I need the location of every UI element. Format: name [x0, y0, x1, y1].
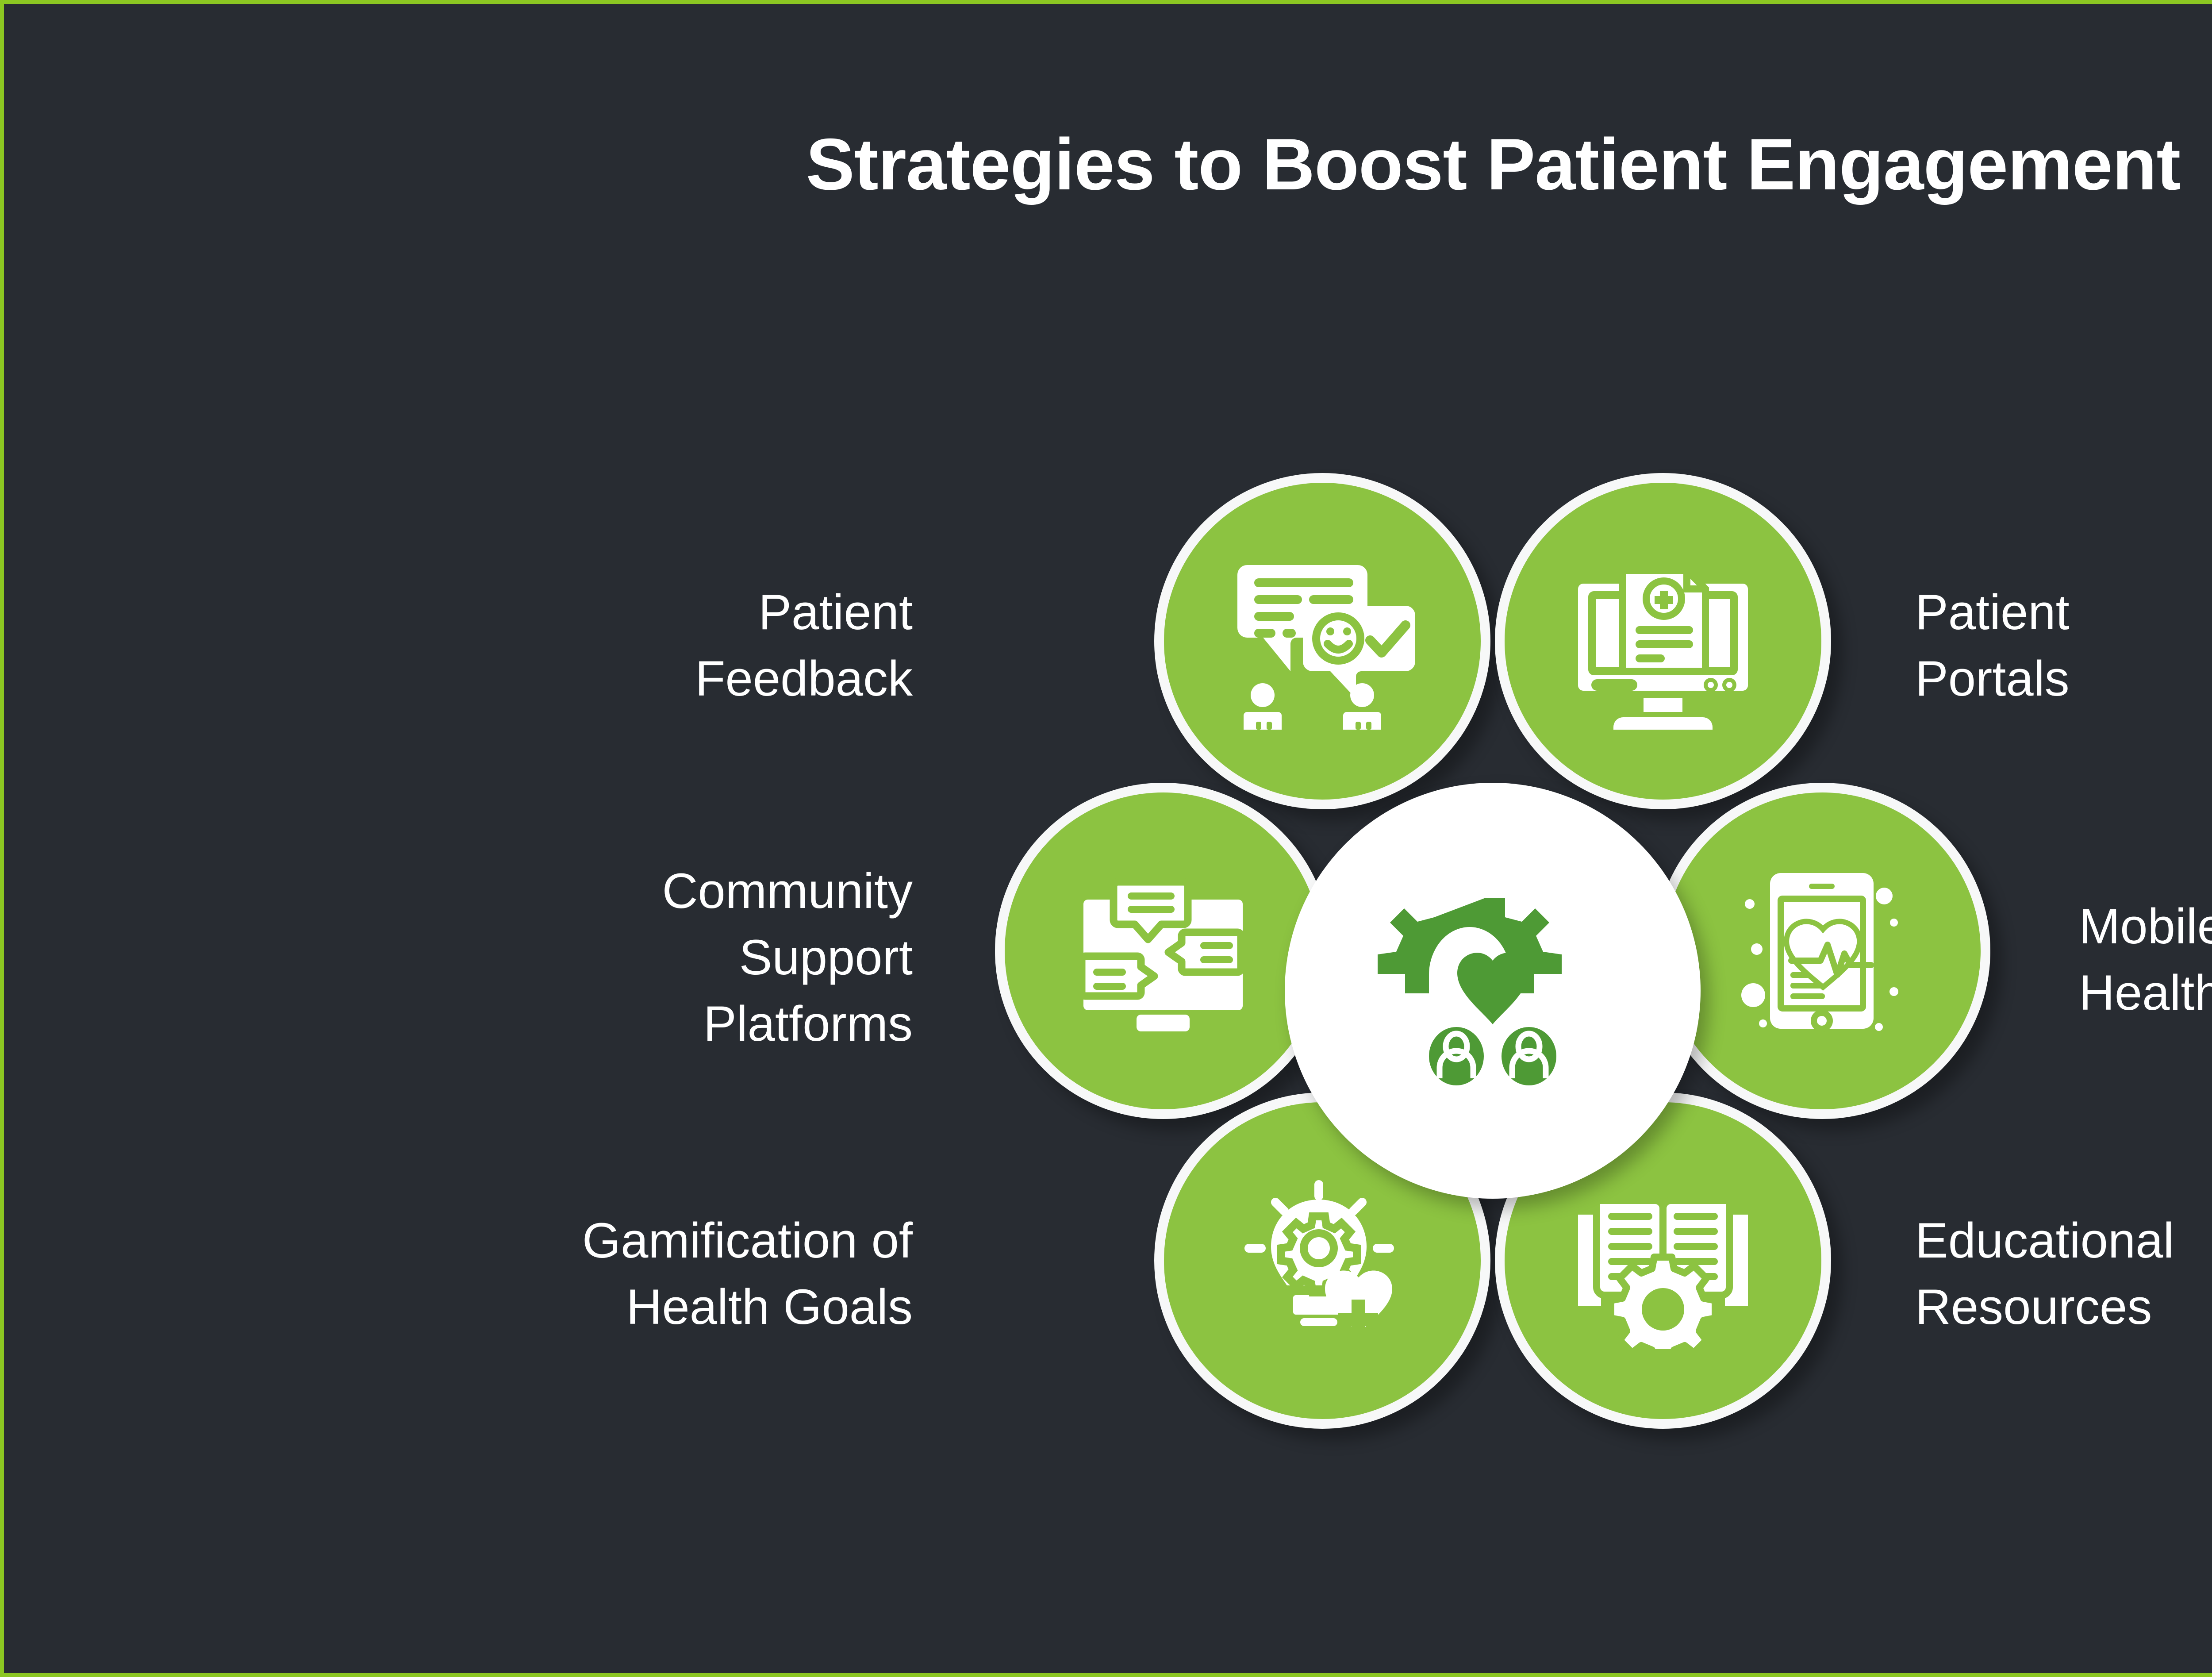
- label-mobile-health-apps: Mobile Health Apps: [2079, 899, 2212, 1021]
- open-book-gear-icon: [1578, 1197, 1748, 1349]
- flower-diagram: [995, 473, 1990, 1429]
- screen-chat-bubbles-icon: [1078, 878, 1245, 1031]
- smartphone-heart-pulse-icon: [1741, 873, 1898, 1032]
- label-patient-feedback: Patient Feedback: [695, 585, 913, 707]
- speech-bubbles-smiley-check-people-icon: [1237, 565, 1415, 730]
- label-patient-portals: Patient Portals: [1915, 585, 2070, 707]
- petal-patient-portals[interactable]: [1495, 473, 1831, 809]
- label-educational-resources: Educational Resources: [1915, 1213, 2174, 1335]
- petal-patient-feedback[interactable]: [1154, 473, 1490, 809]
- monitor-medical-record-icon: [1578, 567, 1748, 730]
- petal-educational-resources[interactable]: [1495, 1092, 1831, 1429]
- lightbulb-gear-heart-cross-icon: [1244, 1180, 1394, 1339]
- page-title: Strategies to Boost Patient Engagement: [806, 123, 2181, 205]
- label-community-support-platforms: Community Support Platforms: [662, 863, 913, 1052]
- petal-mobile-health-apps[interactable]: [1654, 783, 1990, 1119]
- hub-circle[interactable]: [1285, 783, 1701, 1199]
- gear-heart-people-icon: [1378, 898, 1562, 1085]
- petal-community-support-platforms[interactable]: [995, 783, 1331, 1119]
- label-gamification-of-health-goals: Gamification of Health Goals: [582, 1213, 913, 1335]
